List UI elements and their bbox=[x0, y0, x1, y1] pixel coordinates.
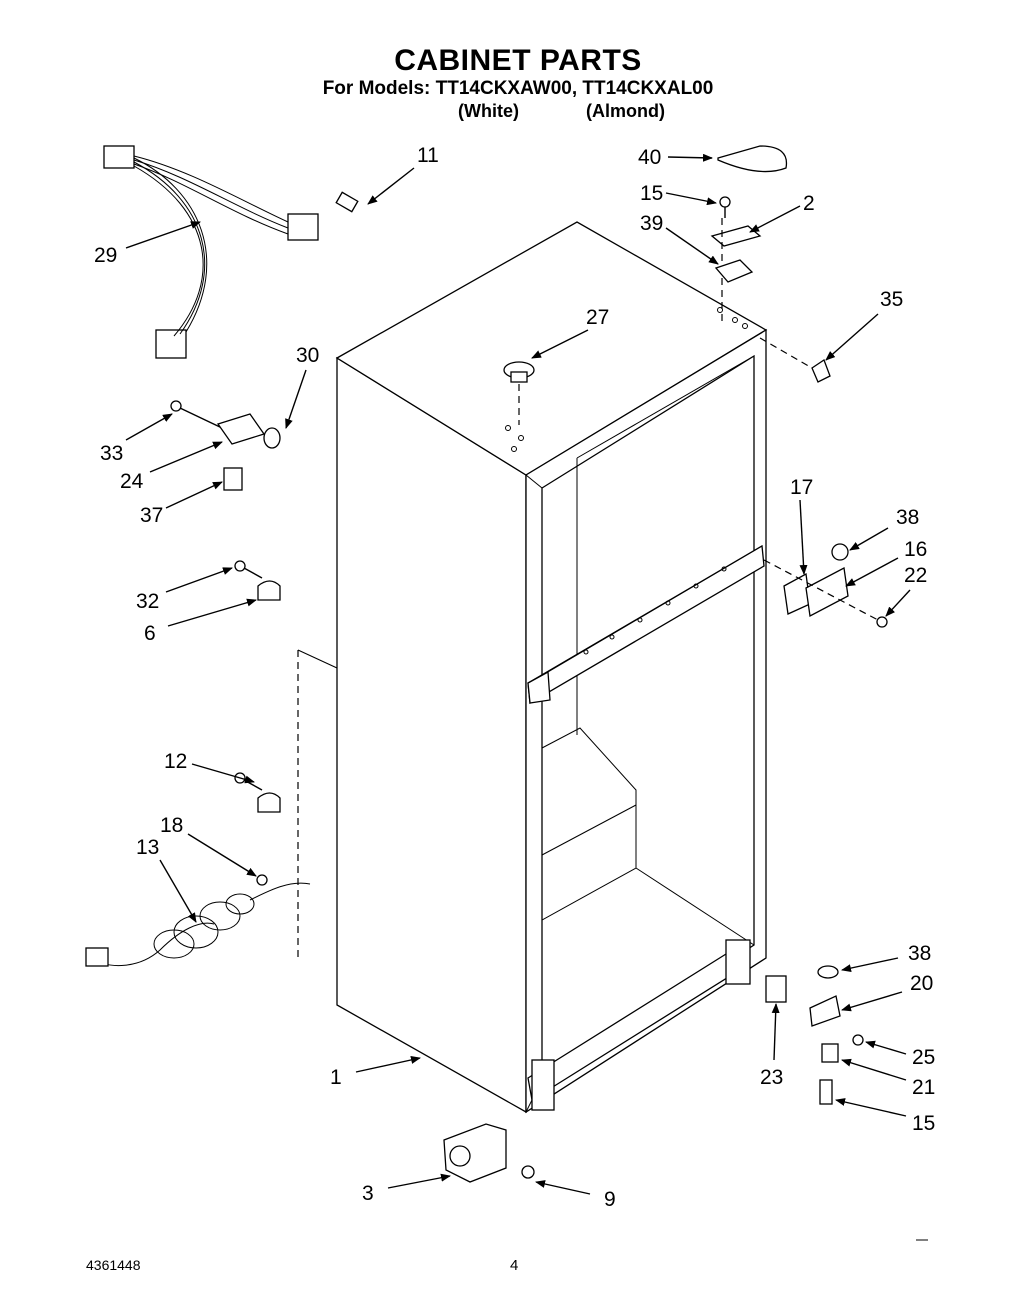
roller-assembly bbox=[170, 400, 281, 491]
screw-top bbox=[719, 196, 731, 218]
callout-3: 3 bbox=[362, 1182, 374, 1205]
callout-33: 33 bbox=[100, 442, 123, 465]
callout-15-bottom: 15 bbox=[912, 1112, 935, 1135]
callout-17: 17 bbox=[790, 476, 813, 499]
callout-40: 40 bbox=[638, 146, 661, 169]
page-number: 4 bbox=[510, 1257, 519, 1274]
callout-24: 24 bbox=[120, 470, 144, 493]
callout-2: 2 bbox=[803, 192, 815, 215]
callout-6: 6 bbox=[144, 622, 156, 645]
callout-39: 39 bbox=[640, 212, 663, 235]
leveler-bracket bbox=[443, 1123, 535, 1183]
hinge-shim bbox=[714, 259, 754, 283]
callout-38-lower: 38 bbox=[908, 942, 931, 965]
callout-16: 16 bbox=[904, 538, 927, 561]
cord-clip-lower bbox=[234, 772, 281, 813]
power-cord bbox=[85, 874, 311, 967]
callout-9: 9 bbox=[604, 1188, 616, 1211]
cabinet-shell bbox=[335, 221, 768, 1114]
callout-22: 22 bbox=[904, 564, 927, 587]
plug-button bbox=[811, 359, 831, 383]
document-number: 4361448 bbox=[86, 1257, 141, 1273]
callout-30: 30 bbox=[296, 344, 319, 367]
models-line: For Models: TT14CKXAW00, TT14CKXAL00 bbox=[322, 78, 714, 99]
leader-lines bbox=[125, 153, 911, 1195]
lower-hinge bbox=[765, 965, 864, 1105]
callout-23: 23 bbox=[760, 1066, 783, 1089]
center-hinge bbox=[763, 543, 888, 628]
variant-white: (White) bbox=[458, 101, 519, 121]
wire-harness bbox=[103, 145, 319, 359]
callout-13: 13 bbox=[136, 836, 159, 859]
callout-32: 32 bbox=[136, 590, 159, 613]
callout-18: 18 bbox=[160, 814, 183, 837]
callout-38-upper: 38 bbox=[896, 506, 919, 529]
callout-35: 35 bbox=[880, 288, 903, 311]
callout-11: 11 bbox=[417, 144, 439, 167]
hinge-cover bbox=[717, 145, 788, 173]
callout-29: 29 bbox=[94, 244, 117, 267]
plug-top bbox=[503, 361, 535, 425]
callout-labels: 40 15 2 39 11 29 35 27 30 33 24 37 17 38… bbox=[94, 144, 935, 1211]
pin-part bbox=[335, 191, 359, 213]
variant-almond: (Almond) bbox=[586, 101, 665, 121]
callout-20: 20 bbox=[910, 972, 933, 995]
callout-1: 1 bbox=[330, 1066, 342, 1089]
callout-21: 21 bbox=[912, 1076, 935, 1099]
top-hinge bbox=[710, 225, 762, 247]
page-title: CABINET PARTS bbox=[394, 44, 642, 77]
cord-clip-upper bbox=[234, 560, 281, 601]
callout-15-top: 15 bbox=[640, 182, 663, 205]
callout-25: 25 bbox=[912, 1046, 935, 1069]
callout-27: 27 bbox=[586, 306, 609, 329]
callout-12: 12 bbox=[164, 750, 187, 773]
callout-37: 37 bbox=[140, 504, 163, 527]
